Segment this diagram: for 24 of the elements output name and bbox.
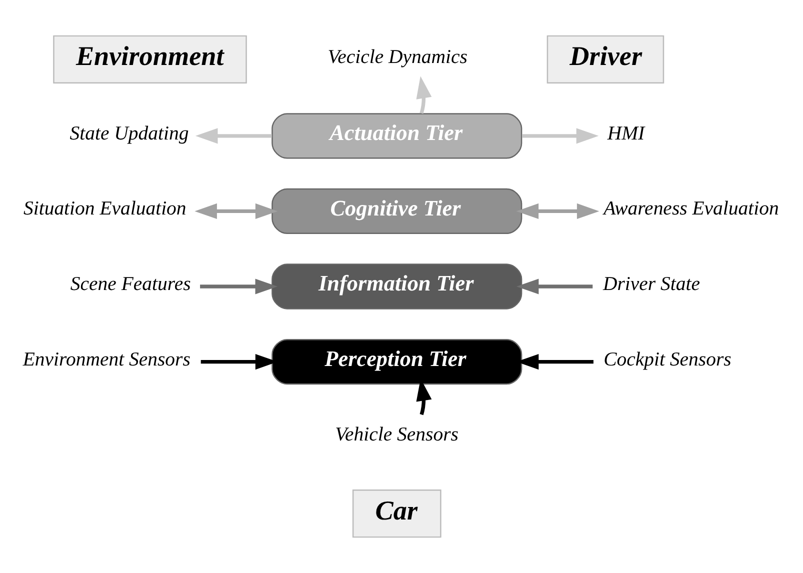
node-text: Cockpit Sensors — [604, 348, 732, 370]
arrow — [195, 128, 272, 144]
arrow — [200, 278, 278, 294]
arrow — [194, 203, 278, 219]
node-text: Environment Sensors — [22, 348, 190, 370]
node-text: Scene Features — [70, 272, 191, 295]
arrow — [416, 76, 432, 114]
arrow — [522, 128, 599, 144]
node-box: Car — [352, 490, 442, 538]
arrow — [516, 203, 600, 219]
node-text: Situation Evaluation — [23, 198, 186, 220]
node-text: HMI — [607, 122, 645, 144]
node-box: Information Tier — [272, 264, 522, 310]
node-box: Environment — [53, 35, 247, 84]
node-text: Awareness Evaluation — [604, 198, 779, 220]
node-text: Driver State — [603, 272, 700, 295]
node-box: Driver — [546, 35, 664, 84]
node-box: Cognitive Tier — [272, 188, 522, 234]
node-text: State Updating — [70, 122, 189, 144]
node-text: Vehicle Sensors — [335, 424, 458, 446]
node-text: Vecicle Dynamics — [328, 46, 468, 68]
node-box: Perception Tier — [272, 338, 522, 385]
arrow — [516, 278, 593, 294]
node-box: Actuation Tier — [272, 113, 522, 159]
